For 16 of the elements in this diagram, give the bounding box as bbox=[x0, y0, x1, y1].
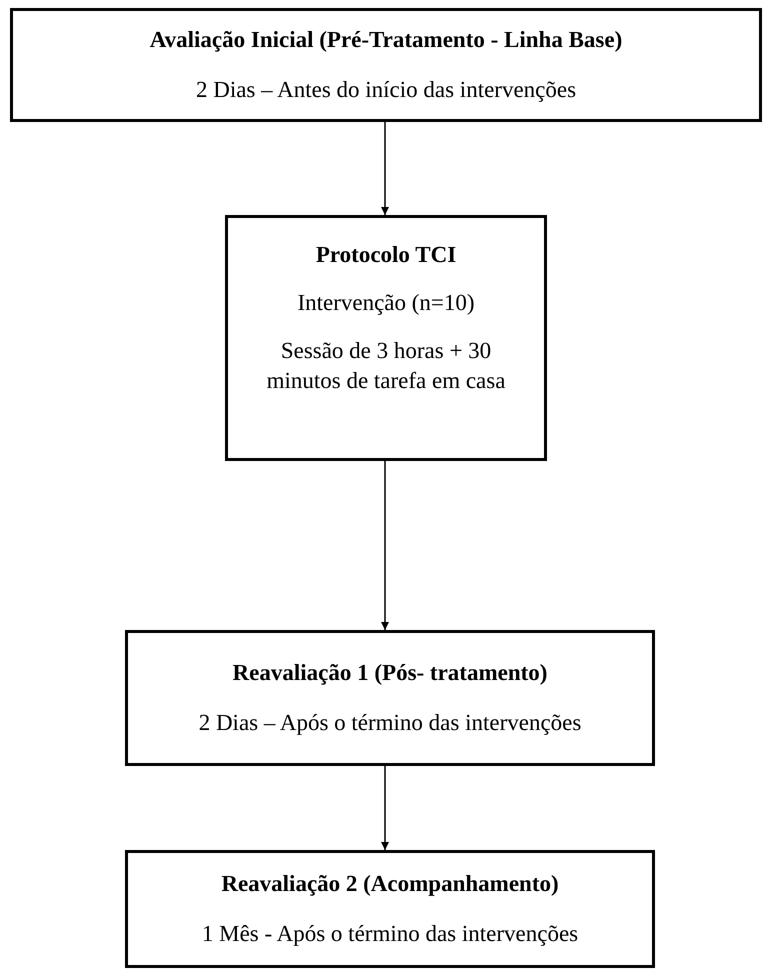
box-text: 2 Dias – Antes do início das intervenções bbox=[196, 76, 576, 104]
box-text: Sessão de 3 horas + 30 minutos de tarefa em casa bbox=[266, 337, 506, 395]
box-text: Intervenção (n=10) bbox=[297, 289, 475, 317]
box-heading: Reavaliação 1 (Pós- tratamento) bbox=[232, 659, 548, 687]
arrow bbox=[381, 461, 389, 630]
process-box bbox=[125, 850, 655, 968]
arrow bbox=[381, 122, 389, 215]
arrow bbox=[381, 766, 389, 850]
box-heading: Avaliação Inicial (Pré-Tratamento - Linha Base) bbox=[150, 26, 622, 54]
box-heading: Protocolo TCI bbox=[316, 241, 456, 269]
box-heading: Reavaliação 2 (Acompanhamento) bbox=[221, 870, 559, 898]
box-text: 1 Mês - Após o término das intervenções bbox=[202, 920, 578, 948]
process-box bbox=[125, 630, 655, 766]
process-box bbox=[10, 8, 762, 122]
process-box bbox=[225, 215, 547, 461]
box-text: 2 Dias – Após o término das intervenções bbox=[198, 709, 582, 737]
